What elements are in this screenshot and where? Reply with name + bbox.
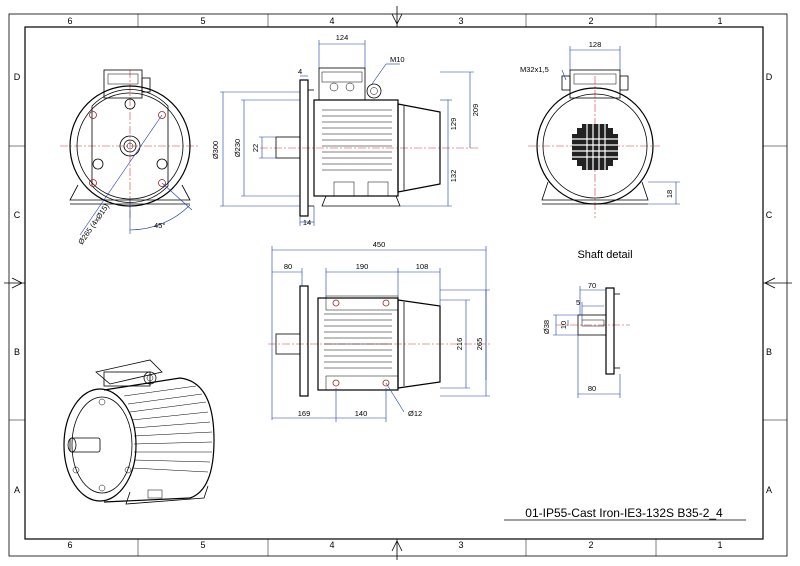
row-label-right: A: [766, 485, 772, 495]
dim-spigot-diameter: Ø230: [233, 139, 242, 157]
front-flange-view: [60, 69, 200, 236]
outer-border: [8, 13, 788, 557]
dim-shaft-key-length: 70: [588, 281, 596, 290]
dim-angle-45: 45°: [154, 221, 165, 230]
col-label-top: 6: [67, 16, 72, 26]
col-label-top: 4: [329, 16, 334, 26]
fan-grille: [572, 124, 618, 170]
dim-spigot-depth: 14: [303, 218, 311, 227]
iso-fins: [123, 385, 213, 473]
rear-view: [528, 46, 680, 218]
dim-overall-length: 450: [373, 240, 386, 249]
cooling-fins-plan: [324, 313, 392, 369]
dim-overall-width: 265: [475, 338, 484, 351]
centering-marks: [4, 6, 792, 560]
col-label-top: 1: [717, 16, 722, 26]
dim-foot-span: 216: [455, 338, 464, 351]
dim-hole-spacing: 140: [355, 409, 368, 418]
dim-shaft-diameter: Ø38: [542, 320, 551, 334]
dim-shaft-height: 132: [449, 170, 458, 183]
dim-rear-terminal-width: 128: [589, 40, 602, 49]
dim-flange-diameter: Ø300: [211, 141, 220, 159]
col-label-bottom: 4: [329, 540, 334, 550]
dim-key-width: 10: [559, 321, 568, 329]
dim-shaft-length: 80: [284, 262, 292, 271]
dim-body-length: 190: [356, 262, 369, 271]
col-label-top: 2: [588, 16, 593, 26]
drawing-title: 01-IP55-Cast Iron-IE3-132S B35-2_4: [525, 506, 723, 520]
col-label-top: 5: [200, 16, 205, 26]
row-label-left: D: [14, 72, 21, 82]
dim-pcd-holes: Ø265 (4xØ15): [76, 202, 111, 247]
row-label-left: A: [14, 485, 20, 495]
zone-labels: 6 5 4 3 2 1 6 5 4 3 2 1 D C B A D C B A: [14, 16, 773, 550]
dim-foot-hole-diameter: Ø12: [408, 409, 422, 418]
dim-cable-gland-thread: M32x1,5: [520, 65, 549, 74]
zone-ticks: [9, 14, 787, 556]
col-label-top: 3: [458, 16, 463, 26]
dim-flange-thickness: 4: [298, 67, 302, 76]
dim-overall-height: 209: [471, 104, 480, 117]
dim-foot-thickness: 18: [665, 190, 674, 198]
col-label-bottom: 1: [717, 540, 722, 550]
row-label-left: B: [14, 347, 20, 357]
shaft-detail-label: Shaft detail: [577, 249, 632, 261]
dim-thread-m10: M10: [390, 55, 405, 64]
dim-shaft-extension: 80: [588, 384, 596, 393]
row-label-left: C: [14, 210, 21, 220]
dim-key-offset: 5: [576, 298, 580, 307]
col-label-bottom: 5: [200, 540, 205, 550]
dim-fan-cover-length: 108: [416, 262, 429, 271]
col-label-bottom: 2: [588, 540, 593, 550]
dim-shaft-offset: 22: [251, 144, 260, 152]
cooling-fins: [322, 109, 392, 171]
inner-border: [24, 26, 764, 540]
side-elevation-view: [220, 40, 478, 226]
isometric-view: [63, 359, 215, 505]
dim-top-height: 129: [449, 118, 458, 131]
col-label-bottom: 6: [67, 540, 72, 550]
row-label-right: B: [766, 347, 772, 357]
row-label-right: D: [766, 72, 773, 82]
shaft-detail-view: [553, 286, 630, 398]
col-label-bottom: 3: [458, 540, 463, 550]
dim-terminal-box-width: 124: [336, 33, 349, 42]
plan-view: [268, 246, 490, 422]
dim-flange-to-hole: 169: [298, 409, 311, 418]
row-label-right: C: [766, 210, 773, 220]
